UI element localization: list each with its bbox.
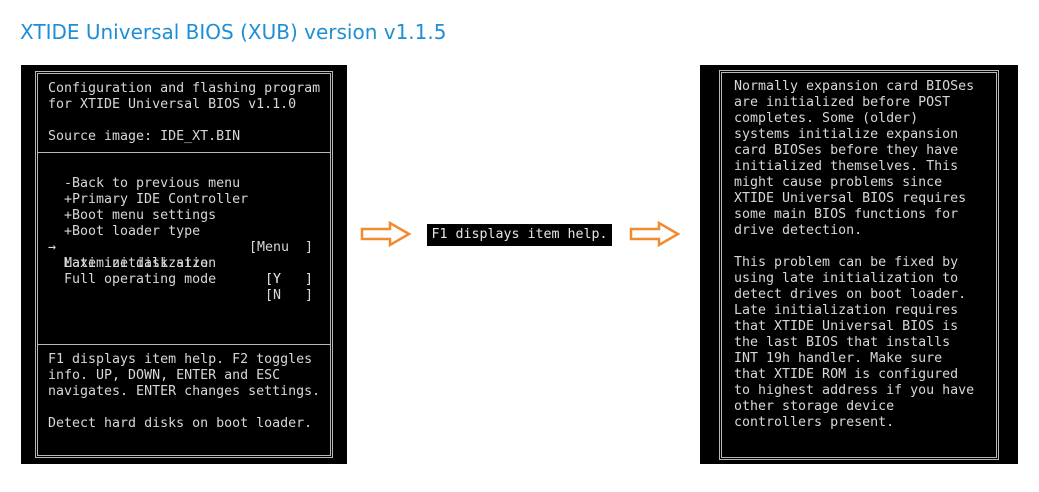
item-help-line: other storage device: [734, 399, 895, 414]
left-screen-frame: [35, 71, 333, 458]
selection-arrow-icon: →: [48, 240, 57, 255]
help-text: F1 displays item help. F2 toggles info. …: [48, 352, 333, 432]
menu-item-label: +Boot loader type: [64, 224, 201, 239]
item-help-line: completes. Some (older): [734, 111, 919, 126]
right-arrow-icon: [360, 221, 412, 247]
menu-item-value: [Menu ]: [249, 240, 314, 255]
help-divider: [38, 344, 330, 345]
header-line: for XTIDE Universal BIOS v1.1.0: [48, 97, 297, 112]
right-screen: Normally expansion card BIOSes are initi…: [700, 65, 1018, 464]
menu-item-boot-menu-settings[interactable]: +Boot menu settings: [48, 192, 333, 223]
item-help-line: the last BIOS that installs: [734, 335, 951, 350]
item-help-line: drive detection.: [734, 223, 863, 238]
item-help-text: Normally expansion card BIOSes are initi…: [734, 79, 1004, 431]
f1-help-key-label: F1 displays item help.: [427, 224, 612, 246]
help-line: info. UP, DOWN, ENTER and ESC: [48, 368, 281, 383]
menu-item-full-operating-mode[interactable]: Full operating mode [N ]: [48, 256, 333, 303]
item-help-line: detect drives on boot loader.: [734, 287, 967, 302]
help-line: F1 displays item help. F2 toggles: [48, 352, 313, 367]
menu-item-label: +Primary IDE Controller: [64, 192, 249, 207]
item-help-line: might cause problems since: [734, 175, 943, 190]
menu-item-primary-ide-controller[interactable]: +Primary IDE Controller: [48, 176, 333, 207]
menu-item-label: Full operating mode: [64, 272, 217, 287]
menu-item-boot-loader-type[interactable]: +Boot loader type [Menu ]: [48, 208, 333, 255]
settings-menu: -Back to previous menu +Primary IDE Cont…: [48, 160, 333, 303]
menu-item-value: [Y ]: [249, 272, 314, 287]
menu-item-label: +Boot menu settings: [64, 208, 217, 223]
source-image-line: Source image: IDE_XT.BIN: [48, 129, 241, 144]
item-help-line: that XTIDE Universal BIOS is: [734, 319, 959, 334]
menu-item-late-initialization[interactable]: → Late initialization [Y ]: [48, 224, 333, 287]
menu-item-maximize-disk-size[interactable]: Maximize disk size [Y ]: [48, 240, 333, 287]
menu-item-label: Late initialization: [64, 256, 217, 271]
item-help-line: Normally expansion card BIOSes: [734, 79, 975, 94]
item-help-line: using late initialization to: [734, 271, 959, 286]
item-help-line: XTIDE Universal BIOS requires: [734, 191, 967, 206]
header-divider: [38, 152, 330, 153]
menu-item-label: Maximize disk size: [64, 256, 209, 271]
item-help-line: systems initialize expansion: [734, 127, 959, 142]
menu-item-back[interactable]: -Back to previous menu: [48, 160, 333, 191]
item-help-line: initialized themselves. This: [734, 159, 959, 174]
header-line: Configuration and flashing program: [48, 81, 321, 96]
item-help-line: INT 19h handler. Make sure: [734, 351, 943, 366]
right-arrow-icon: [629, 221, 681, 247]
item-help-line: to highest address if you have: [734, 383, 975, 398]
left-screen: Configuration and flashing program for X…: [21, 65, 347, 464]
item-help-line: Late initialization requires: [734, 303, 959, 318]
right-screen-frame: [719, 70, 999, 460]
item-help-line: that XTIDE ROM is configured: [734, 367, 959, 382]
page-title: XTIDE Universal BIOS (XUB) version v1.1.…: [20, 20, 447, 44]
menu-item-value: [Y ]: [249, 272, 314, 287]
item-help-line: controllers present.: [734, 415, 895, 430]
item-help-line: This problem can be fixed by: [734, 255, 959, 270]
item-help-line: some main BIOS functions for: [734, 207, 959, 222]
item-help-line: card BIOSes before they have: [734, 143, 959, 158]
help-line: navigates. ENTER changes settings.: [48, 384, 321, 399]
menu-item-value: [N ]: [249, 288, 314, 303]
config-header: Configuration and flashing program for X…: [48, 81, 333, 145]
item-help-line: are initialized before POST: [734, 95, 951, 110]
menu-item-label: -Back to previous menu: [64, 176, 241, 191]
item-description: Detect hard disks on boot loader.: [48, 416, 313, 431]
